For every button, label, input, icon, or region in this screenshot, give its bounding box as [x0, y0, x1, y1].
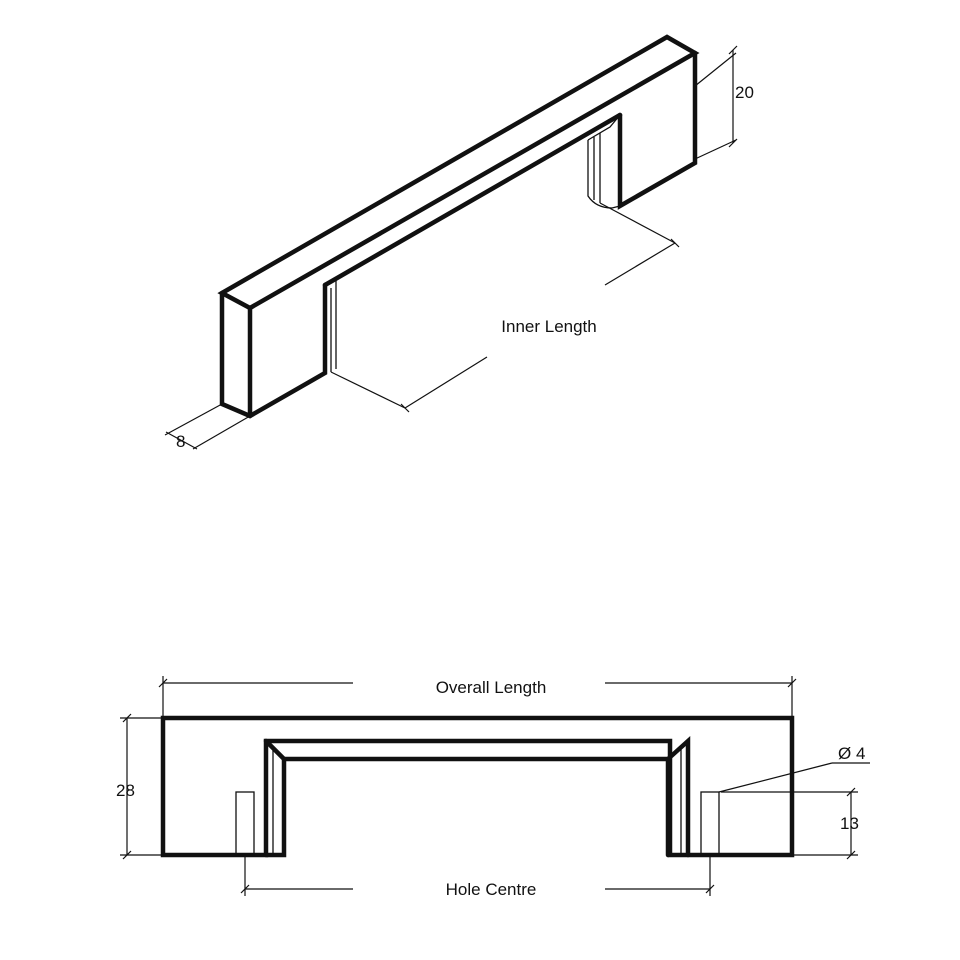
- height-dimension-iso: 20: [694, 45, 754, 160]
- inner-length-dimension: Inner Length: [330, 202, 680, 413]
- left-leg-side: [219, 282, 328, 419]
- right-leg: [617, 50, 698, 210]
- front-height-value-label: 28: [116, 781, 135, 800]
- height-dimension-front: 28: [116, 713, 161, 860]
- height-value-label: 20: [735, 83, 754, 102]
- inner-recess-line-3: [330, 119, 611, 282]
- isometric-view: 20 8 Inner Length: [164, 34, 754, 451]
- front-view-inner-line: [263, 735, 691, 858]
- right-hole: [700, 791, 720, 856]
- right-leg-inner-face: [587, 140, 621, 209]
- left-hole: [235, 791, 255, 856]
- width-value-label: 8: [176, 432, 185, 451]
- overall-length-dimension: Overall Length: [158, 676, 797, 716]
- hole-centre-label: Hole Centre: [446, 880, 537, 899]
- hole-depth-dimension: 13: [721, 787, 859, 860]
- overall-length-label: Overall Length: [436, 678, 547, 697]
- handle-top-face: [217, 34, 700, 311]
- front-view-bevel-left: [263, 738, 287, 762]
- front-view-outline: [160, 715, 795, 858]
- hole-centre-dimension: Hole Centre: [240, 857, 715, 899]
- right-leg-inner-top: [587, 114, 621, 141]
- hole-diameter-label: Ø 4: [838, 744, 865, 763]
- front-view: Overall Length 28 Ø 4 13: [116, 676, 870, 899]
- front-view-inner-bevel: [265, 740, 687, 760]
- inner-length-label: Inner Length: [501, 317, 596, 336]
- width-dimension-iso: 8: [164, 403, 251, 451]
- hole-diameter-callout: Ø 4: [718, 744, 870, 793]
- hole-depth-value-label: 13: [840, 814, 859, 833]
